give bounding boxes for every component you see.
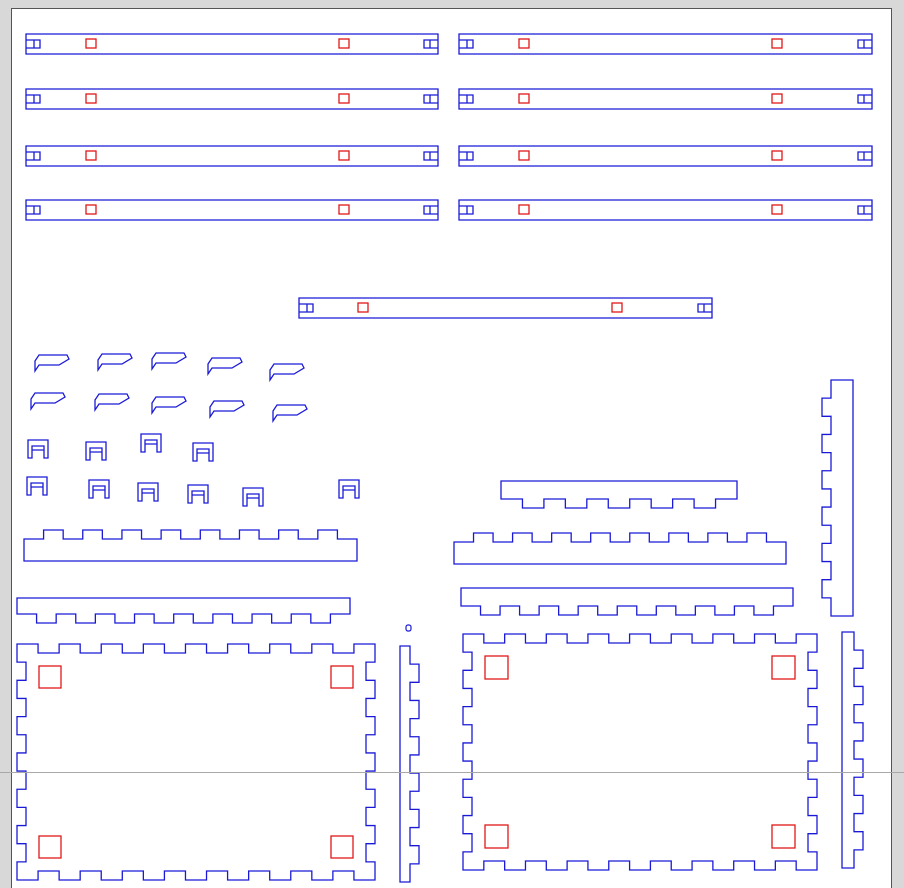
rail-hole (771, 38, 783, 49)
drawing-sheet (11, 8, 892, 888)
hook-part (97, 353, 133, 373)
clip-part (187, 484, 209, 504)
clip-part (85, 441, 107, 461)
peg-part (405, 624, 412, 632)
rail-part (458, 145, 873, 167)
rail-hole (338, 38, 350, 49)
finger-strip (500, 480, 738, 509)
hook-part (207, 357, 243, 377)
rail-part (458, 199, 873, 221)
clip-part (27, 439, 49, 459)
rail-part (25, 199, 439, 221)
panel-hole (330, 835, 354, 859)
hook-part (269, 363, 305, 383)
rail-hole (338, 204, 350, 215)
rail-hole (518, 204, 530, 215)
panel-hole (771, 824, 796, 849)
hook-part (209, 400, 245, 420)
panel-hole (484, 824, 509, 849)
clip-part (192, 442, 214, 462)
panel-part (462, 633, 818, 871)
rail-hole (771, 150, 783, 161)
clip-part (88, 479, 110, 499)
finger-strip (23, 529, 358, 562)
hook-part (34, 354, 70, 374)
rail-hole (338, 150, 350, 161)
rail-part (458, 33, 873, 55)
vertical-strip (841, 631, 864, 869)
vertical-strip (399, 645, 420, 883)
rail-hole (518, 38, 530, 49)
hook-part (151, 352, 187, 372)
clip-part (242, 487, 264, 507)
hook-part (30, 392, 66, 412)
hook-part (151, 396, 187, 416)
panel-part (16, 643, 376, 881)
rail-part (298, 297, 713, 319)
rail-part (458, 88, 873, 110)
panel-hole (38, 665, 62, 689)
rail-hole (85, 93, 97, 104)
rail-hole (518, 150, 530, 161)
clip-part (140, 433, 162, 453)
finger-strip (16, 597, 351, 624)
rail-hole (357, 302, 369, 313)
rail-part (25, 88, 439, 110)
vertical-strip (821, 379, 854, 617)
panel-hole (771, 655, 796, 680)
clip-part (338, 479, 360, 499)
rail-part (25, 145, 439, 167)
rail-part (25, 33, 439, 55)
panel-hole (38, 835, 62, 859)
rail-hole (85, 204, 97, 215)
hook-part (272, 404, 308, 424)
rail-hole (85, 38, 97, 49)
rail-hole (518, 93, 530, 104)
rail-hole (611, 302, 623, 313)
rail-hole (771, 204, 783, 215)
panel-hole (330, 665, 354, 689)
rail-hole (771, 93, 783, 104)
hook-part (94, 393, 130, 413)
clip-part (26, 476, 48, 496)
rail-hole (338, 93, 350, 104)
panel-hole (484, 655, 509, 680)
clip-part (137, 482, 159, 502)
horizontal-guide-line (0, 772, 904, 773)
finger-strip (453, 532, 787, 565)
rail-hole (85, 150, 97, 161)
finger-strip (460, 587, 794, 616)
